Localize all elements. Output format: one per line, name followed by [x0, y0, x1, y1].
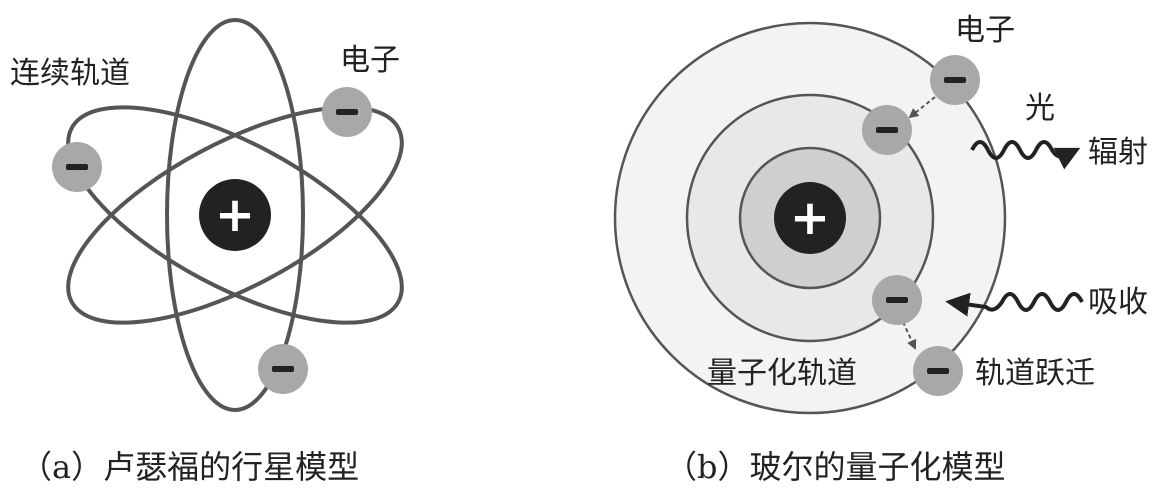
transition-arrow-absorption: [902, 321, 917, 350]
label-continuous-orbit: 连续轨道: [10, 56, 130, 91]
electron: [322, 87, 372, 137]
photon-absorption-wave: [945, 292, 1084, 317]
rutherford-model: + 连续轨道 电子 （a）卢瑟福的行星模型: [10, 18, 404, 486]
nucleus: +: [774, 182, 846, 254]
orbit-vertical: [165, 18, 305, 412]
label-electron-a: 电子: [340, 43, 400, 78]
electron: [52, 142, 102, 192]
nucleus: +: [199, 179, 271, 251]
label-electron-b: 电子: [955, 13, 1015, 48]
orbit-tilted-2: [66, 105, 404, 325]
label-absorb: 吸收: [1088, 285, 1148, 320]
electron: [258, 344, 308, 394]
orbit-ellipses: [66, 18, 404, 412]
electron: [872, 275, 922, 325]
caption-b: （b）玻尔的量子化模型: [665, 448, 1006, 486]
caption-a: （a）卢瑟福的行星模型: [20, 448, 359, 486]
label-quantized-orbit: 量子化轨道: [707, 356, 857, 391]
orbit-tilted-1: [66, 105, 404, 325]
electron: [862, 105, 912, 155]
photon-emission-wave: [970, 140, 1081, 170]
label-orbit-transition: 轨道跃迁: [975, 356, 1095, 391]
label-light: 光: [1025, 91, 1055, 126]
label-radiation: 辐射: [1088, 135, 1148, 170]
bohr-model: + 电子 光 辐射 吸收 量子化轨道 轨道跃迁 （b: [613, 13, 1148, 486]
nucleus-symbol: +: [215, 187, 255, 243]
electron: [913, 346, 963, 396]
electron: [930, 55, 980, 105]
nucleus-symbol: +: [790, 190, 830, 246]
transition-arrow-emission: [908, 96, 936, 119]
